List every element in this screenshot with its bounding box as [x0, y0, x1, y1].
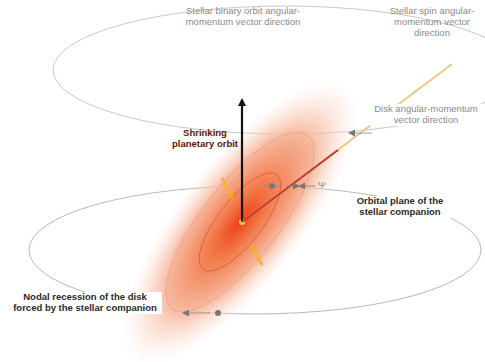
vector-label: Stellar binary orbit angular-momentum ve… [182, 6, 304, 28]
plane-label: Orbital plane of the stellar companion [342, 196, 458, 218]
vector-label: Stellar spin angular-momentum vector dir… [383, 6, 481, 39]
angle-symbol: Ψ [318, 180, 332, 191]
recession-label: Nodal recession of the disk forced by th… [8, 292, 162, 314]
orbit-label: Shrinking planetary orbit [170, 128, 240, 150]
vector-label: Disk angular-momentum vector direction [370, 104, 482, 126]
